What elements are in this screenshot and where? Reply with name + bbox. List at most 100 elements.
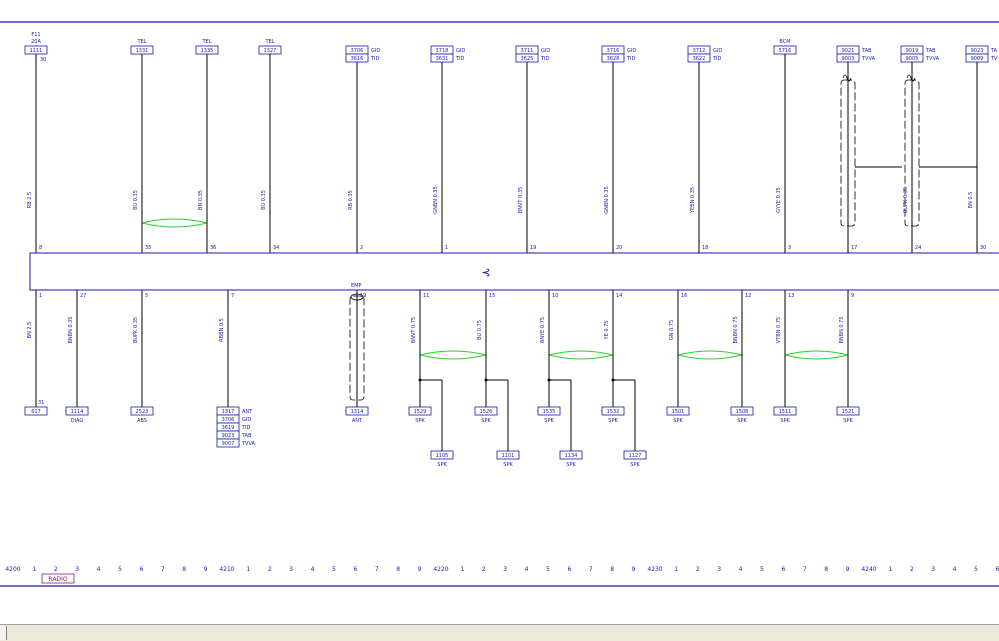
connector-caption: SPK bbox=[843, 418, 853, 424]
pin-number: 2 bbox=[360, 245, 363, 251]
connector-label: EMP bbox=[351, 283, 362, 289]
wire-label: BU 0.75 bbox=[477, 320, 483, 340]
connector-number: 9019 bbox=[906, 48, 919, 54]
connector-side-label: TA bbox=[990, 48, 998, 54]
wire-label: VTBN 0.75 bbox=[776, 317, 782, 343]
pin-number: 3 bbox=[788, 245, 791, 251]
connector-box bbox=[537, 406, 561, 416]
horizontal-scrollbar[interactable] bbox=[0, 624, 999, 641]
wire-label: GNBN 0.35 bbox=[433, 186, 439, 214]
radio-label: RADIO bbox=[41, 573, 75, 584]
connector-side-label: TID bbox=[370, 56, 380, 62]
connector-box bbox=[258, 45, 282, 55]
twisted-pair-marker bbox=[419, 350, 487, 360]
connector-number: 617 bbox=[31, 409, 41, 415]
connector-side-label: GID bbox=[627, 48, 636, 54]
scrollbar-thumb[interactable] bbox=[0, 626, 7, 640]
pin-number: 34 bbox=[273, 245, 279, 251]
wire-label: RBBN 0.5 bbox=[219, 318, 225, 342]
connector-box bbox=[195, 45, 219, 55]
connector-side-label: TID bbox=[626, 56, 636, 62]
ruler-label: 6 bbox=[995, 566, 999, 573]
connector-number: 9005 bbox=[906, 56, 919, 62]
connector-number: 1331 bbox=[136, 48, 149, 54]
wire-label: GYYE 0.35 bbox=[776, 187, 782, 213]
pin-number: 27 bbox=[80, 293, 86, 299]
connector-number: 3706 bbox=[222, 417, 235, 423]
connector-side-label: TVVA bbox=[925, 56, 940, 62]
ruler-label: 9 bbox=[204, 566, 208, 573]
connector-side-label: GID bbox=[371, 48, 380, 54]
connector-number: 9003 bbox=[842, 56, 855, 62]
connector-number: 3622 bbox=[693, 56, 706, 62]
connector-number: 9023 bbox=[971, 48, 984, 54]
connector-box bbox=[430, 450, 454, 460]
ruler-label: 2 bbox=[910, 566, 914, 573]
connector-side-label: GID bbox=[456, 48, 465, 54]
pin-number: 30 bbox=[980, 245, 986, 251]
wire-label: BUPK 0.35 bbox=[133, 317, 139, 343]
ruler-label: 2 bbox=[482, 566, 486, 573]
connector-side-label: TID bbox=[241, 425, 251, 431]
connector-caption: SPK bbox=[481, 418, 491, 424]
connector-label: TEL bbox=[265, 39, 275, 45]
wire-label: YEBN 0.35 bbox=[690, 187, 696, 214]
connector-caption: SPK bbox=[608, 418, 618, 424]
connector-number: 1101 bbox=[502, 453, 515, 459]
connector-number: 3712 bbox=[693, 48, 706, 54]
connector-box bbox=[730, 406, 754, 416]
connector-box bbox=[601, 53, 625, 63]
connector-box bbox=[24, 406, 48, 416]
shield-break bbox=[842, 74, 852, 82]
ruler-label: 3 bbox=[75, 566, 79, 573]
connector-box bbox=[430, 53, 454, 63]
pin-number: 1 bbox=[445, 245, 448, 251]
connector-label: TEL bbox=[137, 39, 147, 45]
connector-number: 5716 bbox=[779, 48, 792, 54]
shield-end bbox=[350, 293, 364, 301]
connector-side-label: TID bbox=[540, 56, 550, 62]
connector-box bbox=[216, 438, 240, 448]
ruler-label: 6 bbox=[139, 566, 143, 573]
ruler-label: 7 bbox=[589, 566, 593, 573]
connector-side-label: TID bbox=[455, 56, 465, 62]
connector-label: BCM bbox=[779, 39, 790, 45]
connector-number: 1535 bbox=[543, 409, 556, 415]
wire-label: BNBN 0.75 bbox=[733, 316, 739, 343]
connector-caption: SPK bbox=[544, 418, 554, 424]
twisted-pair-marker bbox=[141, 218, 208, 228]
wire-label: BNYE 0.75 bbox=[540, 317, 546, 343]
wire-label: BNVT 0.35 bbox=[518, 187, 524, 213]
radio-label-box bbox=[41, 573, 75, 584]
ruler-label: 4210 bbox=[219, 566, 234, 573]
connector-number: 1127 bbox=[629, 453, 642, 459]
ruler-label: 3 bbox=[503, 566, 507, 573]
connector-number: 3616 bbox=[351, 56, 364, 62]
connector-box bbox=[345, 53, 369, 63]
connector-caption: DIAG bbox=[71, 418, 84, 424]
ruler-label: 2 bbox=[268, 566, 272, 573]
wire-label: BU 0.35 bbox=[133, 190, 139, 210]
connector-number: 1501 bbox=[672, 409, 685, 415]
ruler-label: 5 bbox=[546, 566, 550, 573]
ruler-label: 8 bbox=[182, 566, 186, 573]
